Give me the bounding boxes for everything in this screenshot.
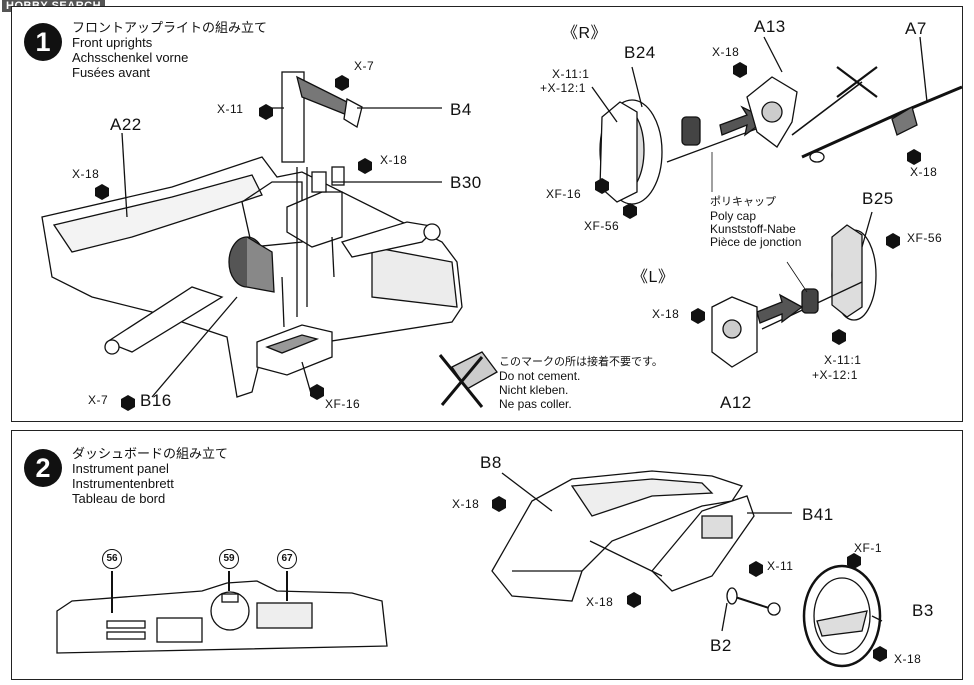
label-x11-1: X-11:1 <box>552 67 590 81</box>
label-l-marker: 《L》 <box>632 269 675 286</box>
step-2-title-de: Instrumentenbrett <box>72 476 174 491</box>
label-b8: B8 <box>480 453 502 472</box>
step-1-drawing <box>41 36 963 411</box>
label-a12: A12 <box>720 393 752 412</box>
polycap-jp: ポリキャップ <box>710 195 776 208</box>
label-x7-top: X-7 <box>354 59 375 73</box>
step-1-title-fr: Fusées avant <box>72 65 151 80</box>
step-2-panel: 2 ダッシュボードの組み立て Instrument panel Instrume… <box>11 430 963 680</box>
step-2-title-en: Instrument panel <box>72 461 169 476</box>
label-x18-c: X-18 <box>712 45 740 59</box>
label-x12-1b: +X-12:1 <box>812 368 858 382</box>
label-x7-bot: X-7 <box>88 393 109 407</box>
label-xf1: XF-1 <box>854 541 883 555</box>
step-1-title-de: Achsschenkel vorne <box>72 50 189 65</box>
step-1-title-jp: フロントアップライトの組み立て <box>72 21 268 36</box>
step-2-title-fr: Tableau de bord <box>72 491 166 506</box>
polycap-fr: Pièce de jonction <box>710 235 802 249</box>
label-a7: A7 <box>905 19 927 38</box>
cement-note-en: Do not cement. <box>499 369 581 383</box>
label-b30: B30 <box>450 173 482 192</box>
label-x18-b2: X-18 <box>586 595 614 609</box>
step-2-title-jp: ダッシュボードの組み立て <box>72 447 229 462</box>
label-x11-1b: X-11:1 <box>824 353 862 367</box>
label-b4: B4 <box>450 100 472 119</box>
label-x18-a2: X-18 <box>452 497 480 511</box>
label-b16: B16 <box>140 391 172 410</box>
cement-note-jp: このマークの所は接着不要です。 <box>499 355 663 368</box>
label-b3: B3 <box>912 601 934 620</box>
label-x18-d: X-18 <box>910 165 938 179</box>
label-b2: B2 <box>710 636 732 655</box>
label-r-marker: 《R》 <box>562 25 608 42</box>
label-xf56-r: XF-56 <box>584 219 620 233</box>
step-2-drawing <box>56 470 887 668</box>
label-b41: B41 <box>802 505 834 524</box>
label-xf16-r: XF-16 <box>546 187 582 201</box>
label-a13: A13 <box>754 17 786 36</box>
label-b25: B25 <box>862 189 894 208</box>
label-x18-c2: X-18 <box>894 652 922 666</box>
step-2-number: 2 <box>24 449 62 487</box>
step-1-title-en: Front uprights <box>72 35 153 50</box>
label-x18-a: X-18 <box>72 167 100 181</box>
label-xf16-bot: XF-16 <box>325 397 361 411</box>
label-x18-b: X-18 <box>380 153 408 167</box>
label-xf56-b25: XF-56 <box>907 231 943 245</box>
label-x18-e: X-18 <box>652 307 680 321</box>
decal-67-marker: 67 <box>277 549 297 569</box>
label-a22: A22 <box>110 115 142 134</box>
label-x11-top: X-11 <box>217 102 244 116</box>
polycap-de: Kunststoff-Nabe <box>710 222 796 236</box>
cement-note-fr: Ne pas coller. <box>499 397 572 411</box>
polycap-en: Poly cap <box>710 209 757 223</box>
decal-56-marker: 56 <box>102 549 122 569</box>
label-b24: B24 <box>624 43 656 62</box>
label-x12-1: +X-12:1 <box>540 81 586 95</box>
decal-59-marker: 59 <box>219 549 239 569</box>
label-x11-2: X-11 <box>767 559 794 573</box>
step-1-panel: 1 フロントアップライトの組み立て Front uprights Achssch… <box>11 6 963 422</box>
step-1-number: 1 <box>24 23 62 61</box>
cement-note-de: Nicht kleben. <box>499 383 569 397</box>
